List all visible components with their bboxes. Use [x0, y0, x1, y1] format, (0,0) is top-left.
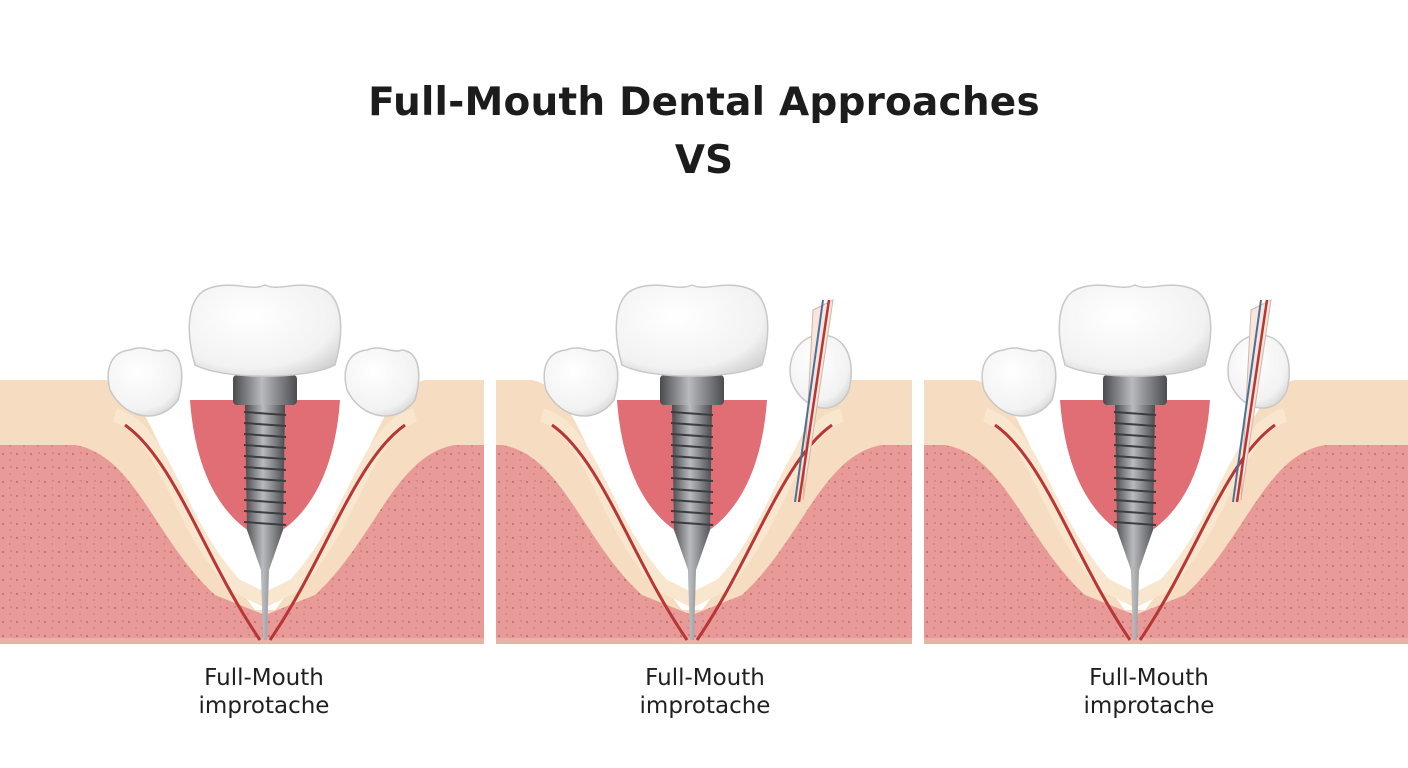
panel-implant-2	[496, 240, 912, 650]
nerve-right	[268, 423, 406, 641]
cancellous-bone	[924, 445, 1408, 640]
canal-nerve	[797, 299, 831, 503]
caption-line2: improtache	[198, 693, 330, 719]
implant-cross-section	[0, 284, 484, 644]
cancellous-bone	[496, 445, 912, 640]
screw-thread	[243, 444, 287, 449]
nerve-left	[994, 423, 1132, 641]
diagram-title: Full-Mouth Dental Approaches	[368, 80, 1040, 125]
screw-thread	[1113, 411, 1157, 416]
nerve-left	[124, 423, 262, 641]
screw-thread	[670, 499, 714, 504]
screw-thread	[243, 477, 287, 482]
screw-thread	[243, 433, 287, 438]
nerve-right	[1138, 423, 1276, 641]
screw-thread	[1113, 466, 1157, 471]
neighbor-tooth-left	[543, 347, 619, 417]
screw-thread	[670, 444, 714, 449]
implant-cross-section	[924, 284, 1408, 644]
screw-thread	[670, 411, 714, 416]
implant-crown	[615, 284, 769, 377]
screw-thread	[243, 411, 287, 416]
panel-implant-1	[0, 240, 484, 650]
screw-thread	[1113, 455, 1157, 460]
screw-thread	[243, 466, 287, 471]
screw-thread	[670, 455, 714, 460]
implant-abutment	[233, 375, 297, 405]
canal-nerve	[1235, 299, 1269, 503]
screw-thread	[1113, 422, 1157, 427]
implant-cross-section	[496, 284, 912, 644]
implant-crown	[188, 284, 342, 377]
screw-thread	[243, 521, 287, 526]
screw-thread	[1113, 477, 1157, 482]
screw-thread	[243, 499, 287, 504]
neighbor-tooth-left	[107, 347, 183, 417]
nerve-left	[551, 423, 689, 641]
panel-caption-2: Full-Mouth improtache	[555, 664, 855, 720]
caption-line1: Full-Mouth	[204, 665, 324, 691]
base-strip	[924, 638, 1408, 644]
screw-thread	[670, 433, 714, 438]
screw-thread	[670, 488, 714, 493]
screw-thread	[1113, 488, 1157, 493]
cancellous-bone	[0, 445, 484, 640]
caption-line2: improtache	[639, 693, 771, 719]
screw-thread	[670, 466, 714, 471]
screw-thread	[243, 422, 287, 427]
canal-vessel	[794, 299, 824, 503]
screw-thread	[1113, 433, 1157, 438]
canal-vessel	[1232, 299, 1262, 503]
panel-caption-1: Full-Mouth improtache	[114, 664, 414, 720]
neighbor-tooth-right	[344, 347, 420, 417]
screw-thread	[243, 455, 287, 460]
screw-thread	[1113, 510, 1157, 515]
screw-thread	[243, 488, 287, 493]
panel-caption-3: Full-Mouth improtache	[999, 664, 1299, 720]
screw-thread	[1113, 444, 1157, 449]
screw-thread	[670, 477, 714, 482]
base-strip	[0, 638, 484, 644]
caption-line1: Full-Mouth	[645, 665, 765, 691]
base-strip	[496, 638, 912, 644]
screw-thread	[670, 521, 714, 526]
caption-line2: improtache	[1083, 693, 1215, 719]
panel-implant-3	[924, 240, 1408, 650]
screw-thread	[670, 510, 714, 515]
screw-thread	[243, 510, 287, 515]
nerve-right	[695, 423, 833, 641]
implant-abutment	[1103, 375, 1167, 405]
screw-thread	[670, 422, 714, 427]
caption-line1: Full-Mouth	[1089, 665, 1209, 691]
neighbor-tooth-left	[981, 347, 1057, 417]
screw-thread	[1113, 521, 1157, 526]
diagram-subtitle-vs: VS	[674, 138, 734, 183]
screw-thread	[1113, 499, 1157, 504]
implant-abutment	[660, 375, 724, 405]
implant-crown	[1058, 284, 1212, 377]
